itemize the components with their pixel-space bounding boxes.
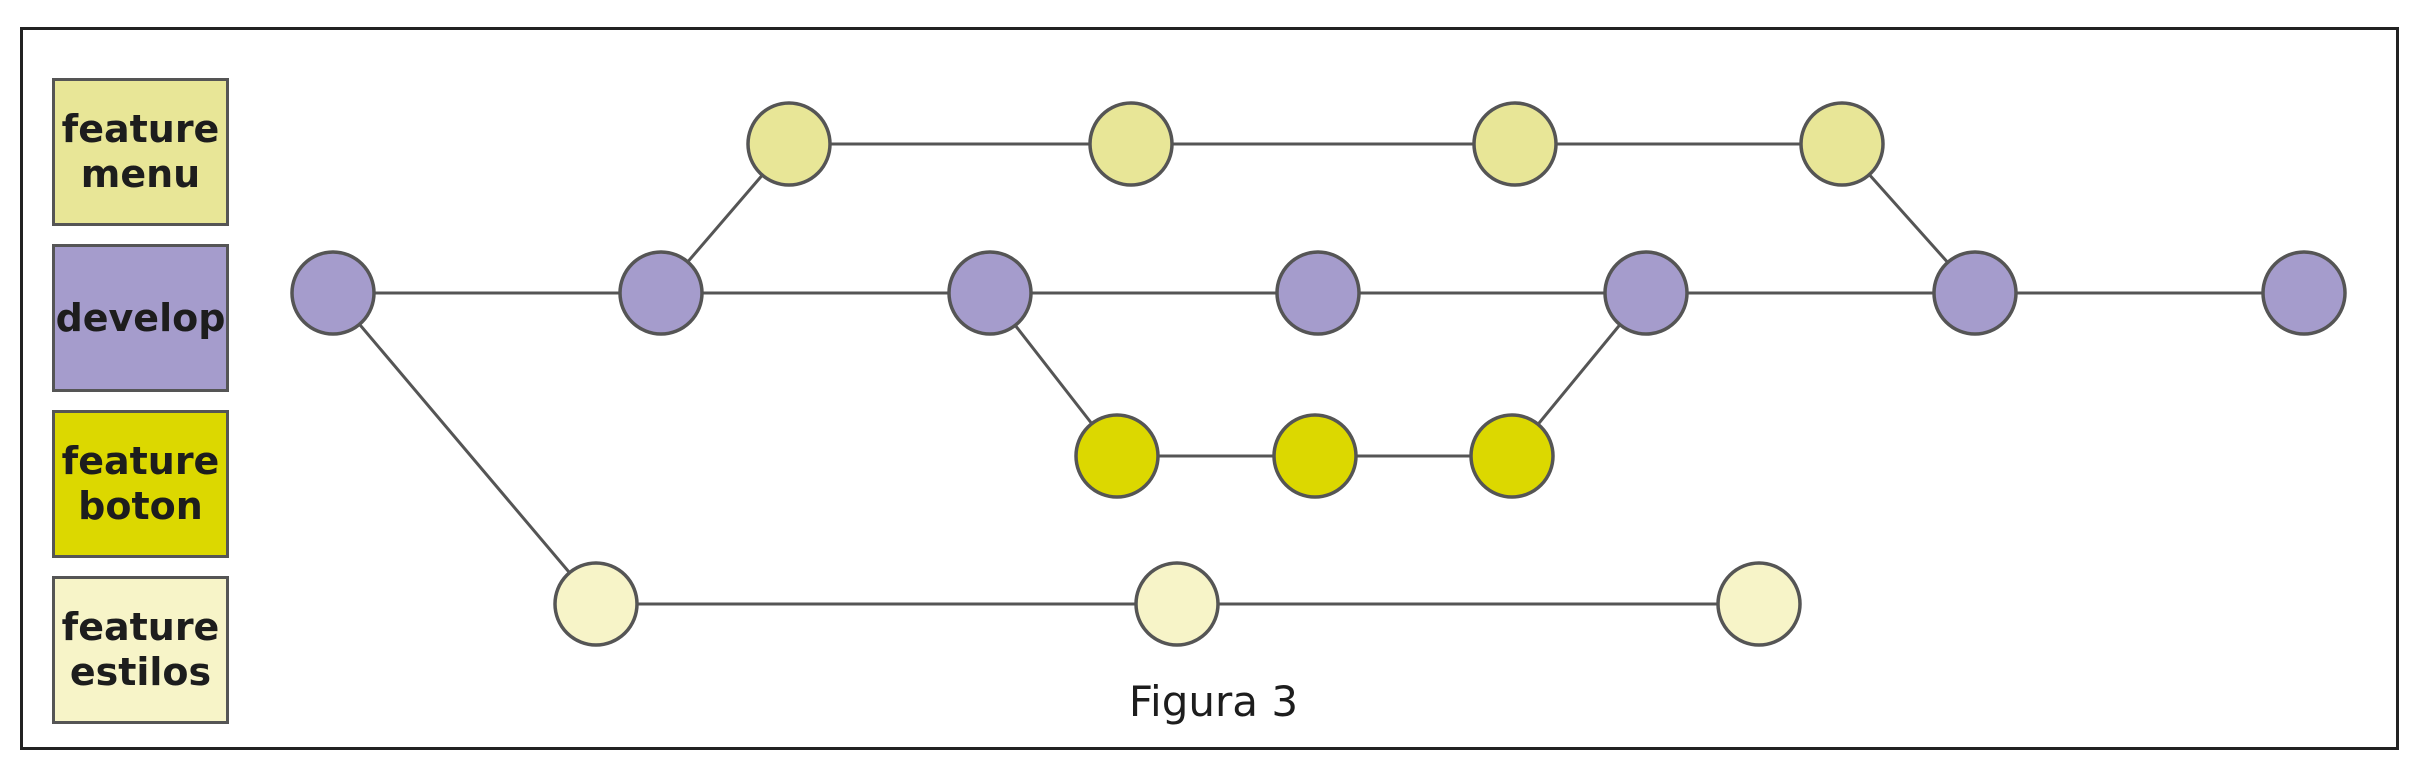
commit-node-develop-d1 [290,250,376,336]
commit-node-develop-d6 [1932,250,2018,336]
commit-node-feature-estilos-e3 [1716,561,1802,647]
commit-node-develop-d4 [1275,250,1361,336]
commit-node-feature-boton-b1 [1074,413,1160,499]
commit-nodes [290,101,2347,647]
commit-node-feature-estilos-e1 [553,561,639,647]
commit-node-feature-estilos-e2 [1134,561,1220,647]
diagram-frame [20,27,2399,750]
legend-develop-label: develop [55,295,226,340]
branch-edges [331,142,2304,606]
commit-node-develop-d7 [2261,250,2347,336]
figure-caption: Figura 3 [1128,677,1299,726]
commit-node-feature-boton-b2 [1272,413,1358,499]
commit-node-feature-menu-m2 [1088,101,1174,187]
commit-node-feature-boton-b3 [1469,413,1555,499]
legend-develop: develop [52,244,229,392]
commit-node-develop-d2 [618,250,704,336]
legend-feature-menu-label: feature menu [61,107,220,196]
commit-node-develop-d3 [947,250,1033,336]
legend-feature-boton: feature boton [52,410,229,558]
legend-feature-estilos-label: feature estilos [61,605,220,694]
legend-feature-estilos: feature estilos [52,576,229,724]
legend-feature-boton-label: feature boton [61,439,220,528]
commit-node-feature-menu-m4 [1799,101,1885,187]
commit-node-feature-menu-m3 [1472,101,1558,187]
legend-feature-menu: feature menu [52,78,229,226]
commit-node-develop-d5 [1603,250,1689,336]
commit-node-feature-menu-m1 [746,101,832,187]
edge-d1-e1 [331,292,598,605]
